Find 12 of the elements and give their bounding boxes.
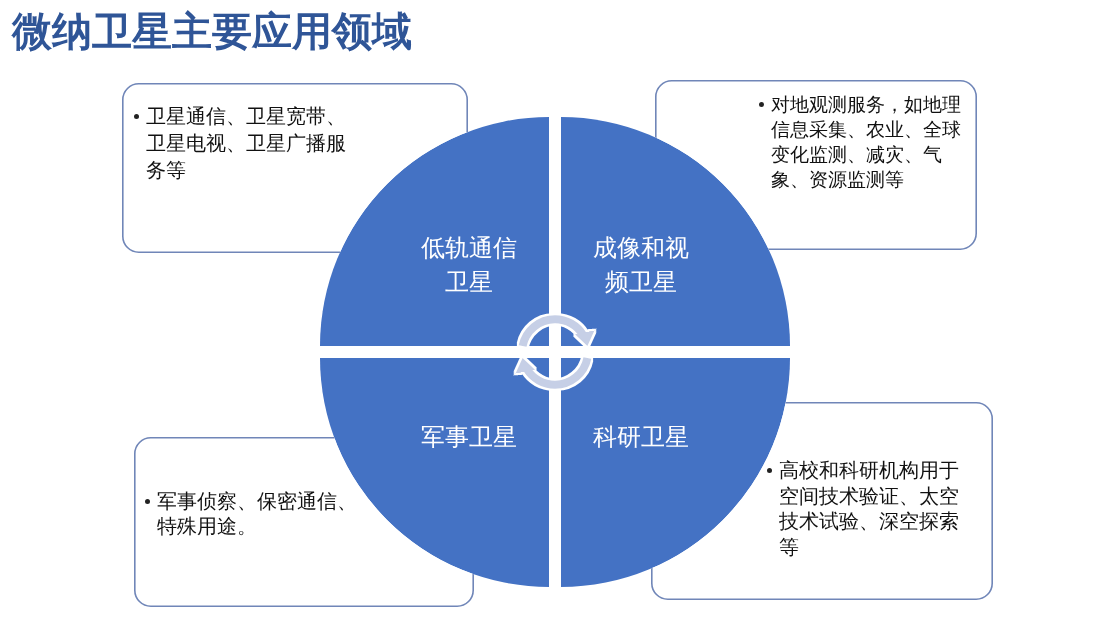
sector-label: 军事卫星 [421,422,517,453]
quarter-circle-sector [561,117,790,346]
title: 微纳卫星主要应用领域 [12,7,412,56]
curved-arrow [518,315,594,347]
bullet-text: 高校和科研机构用于空间技术验证、太空技术试验、深空探索等 [779,458,960,560]
sector-label: 科研卫星 [593,422,689,453]
bullet-text: 军事侦察、保密通信、特殊用途。 [157,489,358,539]
curved-arrow [516,357,592,389]
sector-label: 低轨通信卫星 [420,233,518,298]
bullet-text: 卫星通信、卫星宽带、卫星电视、卫星广播服务等 [146,103,347,184]
sector-label: 成像和视频卫星 [592,233,690,298]
bullet-text: 对地观测服务，如地理信息采集、农业、全球变化监测、减灾、气象、资源监测等 [771,92,962,192]
